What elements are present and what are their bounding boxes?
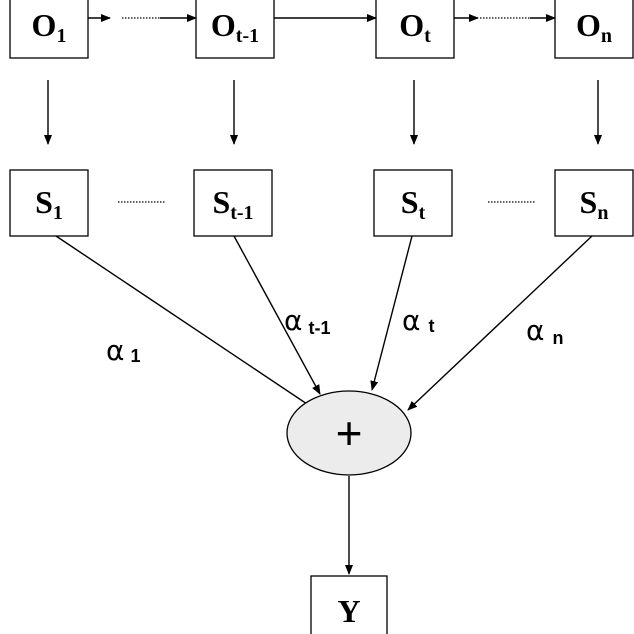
node-s-t-minus-1-base: S [212, 184, 230, 220]
svg-text:S1: S1 [35, 184, 63, 224]
node-o-n: On [554, 0, 634, 59]
node-o-n-base: O [576, 7, 601, 43]
node-o-1-sub: 1 [56, 25, 66, 47]
edge-sn-sum [407, 235, 593, 411]
node-o-n-sub: n [601, 25, 612, 47]
node-o-1-base: O [32, 7, 57, 43]
node-s-t-sub: t [419, 202, 426, 224]
node-o-t-sub: t [424, 25, 431, 47]
svg-text:On: On [576, 7, 612, 47]
node-s-1-base: S [35, 184, 53, 220]
node-s-t: St [373, 169, 453, 237]
weight-an-sub: n [552, 328, 563, 348]
node-s-n: Sn [554, 169, 634, 237]
node-s-n-sub: n [597, 202, 608, 224]
node-o-t-base: O [399, 7, 424, 43]
weight-label-at1: α t-1 [284, 304, 330, 338]
weight-a1-sub: 1 [130, 346, 140, 366]
svg-text:Ot-1: Ot-1 [211, 7, 259, 47]
node-o-t-minus-1-sub: t-1 [236, 25, 259, 47]
sum-node: + [286, 390, 412, 476]
node-s-t-minus-1-sub: t-1 [230, 202, 253, 224]
svg-text:Ot: Ot [399, 7, 431, 47]
plus-symbol: + [336, 407, 363, 459]
edge-s1-sum [55, 235, 317, 411]
node-s-t-base: S [401, 184, 419, 220]
edge-st1-sum [233, 235, 321, 395]
node-y: Y [310, 575, 388, 634]
weight-at1-sub: t-1 [308, 318, 330, 338]
weight-at1-greek: α [284, 304, 302, 337]
svg-text:St: St [401, 184, 426, 224]
node-s-t-minus-1: St-1 [193, 169, 273, 237]
edge-st-sum [370, 235, 413, 391]
svg-text:Sn: Sn [580, 184, 609, 224]
node-y-label: Y [337, 593, 360, 629]
node-o-t: Ot [375, 0, 455, 59]
node-o-t-minus-1-base: O [211, 7, 236, 43]
node-s-n-base: S [580, 184, 598, 220]
node-s-1: S1 [9, 169, 89, 237]
weight-an-greek: α [526, 314, 544, 347]
node-o-1: O1 [9, 0, 89, 59]
svg-text:St-1: St-1 [212, 184, 253, 224]
weight-at-greek: α [402, 304, 420, 337]
node-o-t-minus-1: Ot-1 [195, 0, 275, 59]
node-s-1-sub: 1 [53, 202, 63, 224]
weight-at-sub: t [428, 316, 434, 336]
weight-a1-greek: α [106, 334, 124, 367]
svg-text:O1: O1 [32, 7, 67, 47]
